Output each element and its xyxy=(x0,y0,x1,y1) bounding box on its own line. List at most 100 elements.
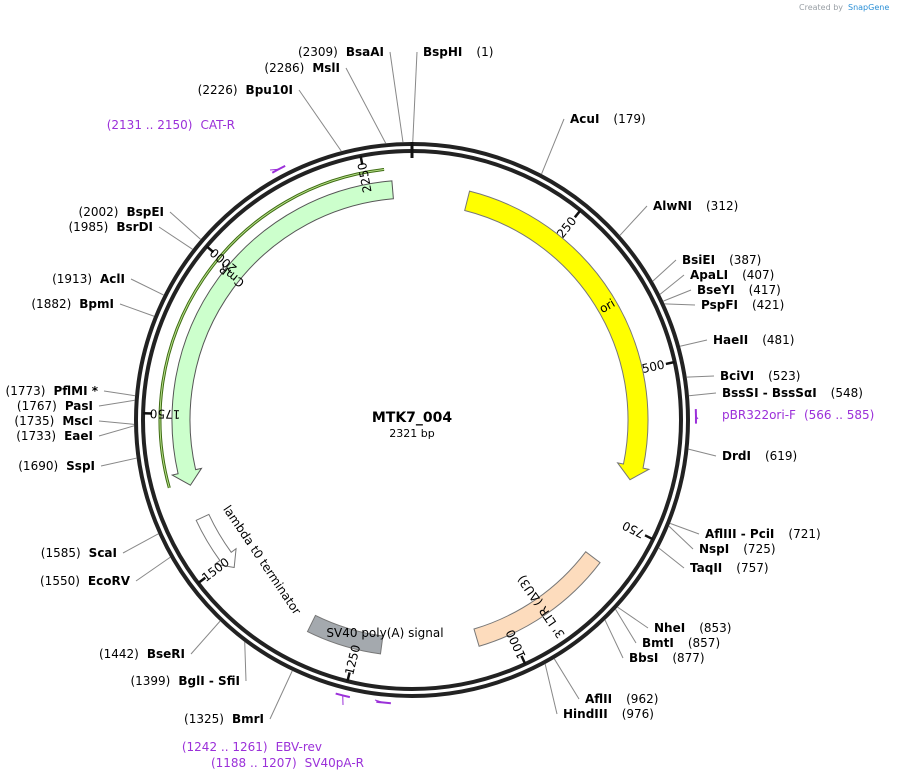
enzyme-bpu10i[interactable]: (2226)Bpu10I xyxy=(198,83,293,97)
enzyme-leader xyxy=(269,670,293,720)
tick-mark xyxy=(665,360,675,366)
enzyme-hindiii[interactable]: HindIII(976) xyxy=(563,707,654,721)
enzyme-label: NheI(853) xyxy=(654,621,731,635)
enzyme-msli[interactable]: (2286) MslI xyxy=(264,61,340,75)
enzyme-alwni[interactable]: AlwNI(312) xyxy=(653,199,738,213)
enzyme-msci[interactable]: (1735)MscI xyxy=(14,414,93,428)
enzyme-label: (1913)AclI xyxy=(52,272,125,286)
plasmid-name: MTK7_004 xyxy=(372,410,453,426)
enzyme-leader xyxy=(98,420,135,425)
enzyme-name: MslI xyxy=(312,61,340,75)
enzyme-taqii[interactable]: TaqII(757) xyxy=(690,561,769,575)
enzyme-leader xyxy=(98,399,135,407)
enzyme-bsaai[interactable]: (2309)BsaAI xyxy=(298,45,384,59)
enzyme-name: BmrI xyxy=(232,712,264,726)
enzyme-bmri[interactable]: (1325)BmrI xyxy=(184,712,264,726)
enzyme-position: (548) xyxy=(831,386,863,400)
enzyme-layer: BspHI(1) AcuI(179) AlwNI(312) BsiEI(387)Apa… xyxy=(6,45,863,726)
enzyme-bpmi[interactable]: (1882) BpmI xyxy=(31,297,114,311)
enzyme-label: (1399)BglI - SfiI xyxy=(130,674,240,688)
enzyme-position: (2286) xyxy=(264,61,304,75)
enzyme-position: (1773) xyxy=(6,384,46,398)
enzyme-pflmi[interactable]: (1773)PflMI * xyxy=(6,384,99,398)
enzyme-sspi[interactable]: (1690)SspI xyxy=(18,459,95,473)
enzyme-pspfi[interactable]: PspFI(421) xyxy=(701,298,784,312)
plasmid-backbone xyxy=(134,142,690,698)
enzyme-haeii[interactable]: HaeII(481) xyxy=(713,333,795,347)
enzyme-label: (1550)EcoRV xyxy=(40,574,131,588)
enzyme-bbsi[interactable]: BbsI(877) xyxy=(629,651,705,665)
enzyme-name: BciVI xyxy=(720,369,754,383)
enzyme-label: PspFI(421) xyxy=(701,298,784,312)
enzyme-label: (2286) MslI xyxy=(264,61,340,75)
enzyme-position: (523) xyxy=(768,369,800,383)
enzyme-acui[interactable]: AcuI(179) xyxy=(570,112,646,126)
enzyme-name: BsrDI xyxy=(116,220,153,234)
enzyme-bseyi[interactable]: BseYI(417) xyxy=(697,283,781,297)
enzyme-leader xyxy=(98,425,135,437)
enzyme-label: (2002)BspEI xyxy=(79,205,164,219)
enzyme-name: BpmI xyxy=(79,297,114,311)
enzyme-bsphi[interactable]: BspHI(1) xyxy=(423,45,493,59)
enzyme-position: (721) xyxy=(788,527,820,541)
primer-layer: (2131 .. 2150) CAT-R pBR322ori-F(566 .. 58… xyxy=(107,118,875,770)
primer-cat-r[interactable] xyxy=(271,164,286,174)
enzyme-bspei[interactable]: (2002)BspEI xyxy=(79,205,164,219)
enzyme-position: (853) xyxy=(699,621,731,635)
tick-label: 1250 xyxy=(342,643,363,676)
enzyme-pasi[interactable]: (1767)PasI xyxy=(17,399,93,413)
enzyme-name: PasI xyxy=(65,399,93,413)
enzyme-label: AcuI(179) xyxy=(570,112,646,126)
enzyme-drdi[interactable]: DrdI(619) xyxy=(722,449,797,463)
enzyme-bsrdi[interactable]: (1985)BsrDI xyxy=(68,220,153,234)
enzyme-nspi[interactable]: NspI(725) xyxy=(699,542,776,556)
enzyme-scai[interactable]: (1585)ScaI xyxy=(41,546,117,560)
enzyme-position: (962) xyxy=(626,692,658,706)
enzyme-name: ScaI xyxy=(89,546,117,560)
enzyme-bgli-sfii[interactable]: (1399)BglI - SfiI xyxy=(130,674,240,688)
enzyme-leader xyxy=(615,609,637,644)
enzyme-bsssi-bsss-i[interactable]: BssSI - BssSαI (548) xyxy=(722,386,863,400)
enzyme-label: BciVI (523) xyxy=(720,369,800,383)
enzyme-leader xyxy=(244,642,247,682)
feature-3-ltr-u3[interactable] xyxy=(473,551,601,647)
feature-sv40-poly-a-signal[interactable] xyxy=(306,614,384,655)
primer-label-ebv-rev[interactable]: (1242 .. 1261)EBV-rev xyxy=(182,740,322,754)
enzyme-position: (1882) xyxy=(31,297,71,311)
enzyme-name: BssSI - BssSαI xyxy=(722,386,817,400)
enzyme-label: (1585)ScaI xyxy=(41,546,117,560)
enzyme-name: NspI xyxy=(699,542,729,556)
enzyme-eaei[interactable]: (1733)EaeI xyxy=(16,429,93,443)
enzyme-bsiei[interactable]: BsiEI(387) xyxy=(682,253,761,267)
primer-name: CAT-R xyxy=(200,118,235,132)
enzyme-ecorv[interactable]: (1550)EcoRV xyxy=(40,574,131,588)
enzyme-name: BbsI xyxy=(629,651,658,665)
enzyme-position: (407) xyxy=(742,268,774,282)
enzyme-bmti[interactable]: BmtI(857) xyxy=(642,636,720,650)
enzyme-position: (1690) xyxy=(18,459,58,473)
feature-cmr[interactable] xyxy=(170,180,394,486)
enzyme-apali[interactable]: ApaLI(407) xyxy=(690,268,774,282)
enzyme-position: (387) xyxy=(729,253,761,267)
primer-range: (2131 .. 2150) xyxy=(107,118,193,132)
primer-label-cat-r[interactable]: (2131 .. 2150) CAT-R xyxy=(107,118,235,132)
primer-label-pbr322ori-f[interactable]: pBR322ori-F(566 .. 585) xyxy=(722,408,874,422)
enzyme-bcivi[interactable]: BciVI (523) xyxy=(720,369,800,383)
enzyme-afliii-pcii[interactable]: AflIII - PciI(721) xyxy=(705,527,821,541)
primer-label-sv40pa-r[interactable]: (1188 .. 1207)SV40pA-R xyxy=(211,756,364,770)
tick-label: 2250 xyxy=(355,161,375,194)
enzyme-aflii[interactable]: AflII(962) xyxy=(585,692,658,706)
enzyme-bseri[interactable]: (1442)BseRI xyxy=(99,647,185,661)
feature-lambda-t0-terminator[interactable] xyxy=(195,513,237,569)
enzyme-label: BbsI(877) xyxy=(629,651,705,665)
enzyme-nhei[interactable]: NheI(853) xyxy=(654,621,731,635)
enzyme-label: (1985)BsrDI xyxy=(68,220,153,234)
enzyme-acli[interactable]: (1913)AclI xyxy=(52,272,125,286)
enzyme-position: (179) xyxy=(613,112,645,126)
primer-leader xyxy=(269,168,279,171)
enzyme-leader xyxy=(130,278,164,296)
feature-ori[interactable] xyxy=(464,190,651,481)
enzyme-leader xyxy=(119,303,155,317)
enzyme-name: HaeII xyxy=(713,333,748,347)
enzyme-leader xyxy=(553,658,580,700)
